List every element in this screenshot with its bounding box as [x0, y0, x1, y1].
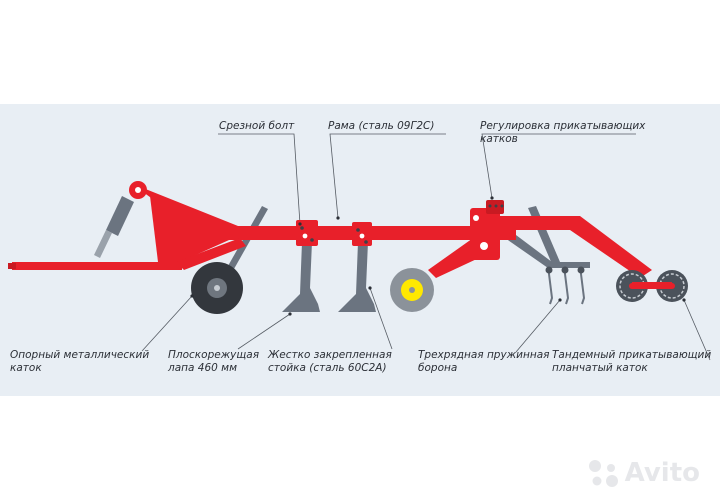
- label-roller-adjust-line2: катков: [480, 133, 518, 145]
- label-frame-text: Рама (сталь 09Г2С): [328, 120, 435, 132]
- label-tandem-roller-line1: Тандемный прикатывающий: [552, 349, 712, 361]
- tandem-link: [632, 282, 672, 289]
- label-tandem-roller: Тандемный прикатывающий планчатый каток: [552, 349, 711, 375]
- label-flat-cutter: Плоскорежущая лапа 460 мм: [168, 349, 259, 375]
- label-rigid-stand-line1: Жестко закрепленная: [268, 349, 392, 361]
- label-harrow: Трехрядная пружинная борона: [418, 349, 549, 375]
- label-harrow-line1: Трехрядная пружинная: [418, 349, 550, 361]
- stand-front: [282, 242, 320, 312]
- label-roller-adjust: Регулировка прикатывающих катков: [480, 120, 645, 146]
- hydraulic-cylinder: [106, 196, 134, 236]
- label-rigid-stand: Жестко закрепленная стойка (сталь 60С2А): [268, 349, 392, 375]
- support-roller-arm: [224, 206, 268, 276]
- drawbar-tip: [8, 263, 16, 269]
- label-frame: Рама (сталь 09Г2С): [328, 120, 434, 133]
- label-support-roller-line1: Опорный металлический: [10, 349, 150, 361]
- avito-logo-icon: [588, 460, 618, 487]
- label-flat-cutter-line2: лапа 460 мм: [168, 362, 238, 374]
- harrow-coils: [545, 266, 585, 274]
- label-shear-bolt: Срезной болт: [219, 120, 294, 133]
- label-support-roller-line2: каток: [10, 362, 42, 374]
- tower-brace: [150, 196, 168, 262]
- hydraulic-rod: [94, 230, 112, 258]
- label-shear-bolt-text: Срезной болт: [219, 120, 295, 132]
- frame-bolts-dark: [300, 204, 504, 244]
- support-roller: [191, 262, 243, 314]
- harrow-tines: [547, 265, 586, 305]
- label-tandem-roller-line2: планчатый каток: [552, 362, 648, 374]
- leader-frame: [329, 133, 446, 219]
- stand-rear: [338, 242, 376, 312]
- harrow-bracket: [470, 208, 500, 260]
- label-rigid-stand-line2: стойка (сталь 60С2А): [268, 362, 387, 374]
- label-support-roller: Опорный металлический каток: [10, 349, 149, 375]
- avito-watermark: Avito: [585, 458, 700, 488]
- watermark-text: Avito: [624, 458, 700, 488]
- label-harrow-line2: борона: [418, 362, 458, 374]
- leader-lines: [141, 133, 711, 361]
- label-roller-adjust-line1: Регулировка прикатывающих: [480, 120, 646, 132]
- leader-harrow: [515, 299, 561, 353]
- gauge-wheel: [390, 268, 434, 312]
- drawbar: [12, 262, 182, 270]
- leader-dots: [190, 196, 686, 316]
- roller-brace: [176, 238, 246, 270]
- leader-rigid-stand: [369, 287, 393, 350]
- leader-tandem-roller: [683, 299, 711, 361]
- leader-flat-cutter: [237, 313, 291, 350]
- leader-support-roller: [141, 295, 193, 352]
- label-flat-cutter-line1: Плоскорежущая: [168, 349, 260, 361]
- frame-bolts: [302, 215, 488, 250]
- leader-shear-bolt: [218, 133, 301, 225]
- leader-roller-adjust: [481, 133, 636, 199]
